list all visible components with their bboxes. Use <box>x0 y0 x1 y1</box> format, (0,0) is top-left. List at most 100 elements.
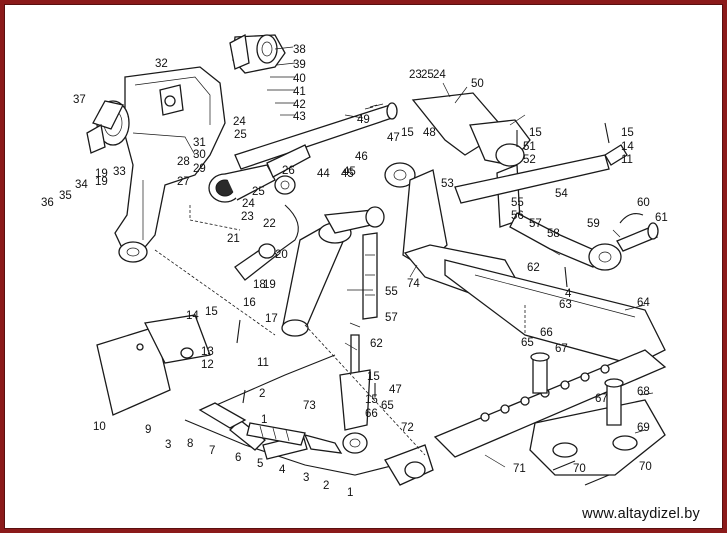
callout-37: 37 <box>73 94 86 106</box>
callout-65: 65 <box>381 400 394 412</box>
callout-19: 19 <box>95 176 108 188</box>
callout-45b: 45 <box>343 166 356 178</box>
callout-50: 50 <box>471 78 484 90</box>
callout-57b: 57 <box>385 312 398 324</box>
callout-70b: 70 <box>639 461 652 473</box>
callout-14b: 14 <box>621 141 634 153</box>
hitch-exploded-diagram: 1 2 3 4 5 6 7 8 9 10 11 12 13 14 15 16 1… <box>41 33 668 499</box>
callout-15b: 15 <box>621 127 634 139</box>
callout-45: 45 <box>341 168 354 180</box>
callout-33: 33 <box>113 166 126 178</box>
callout-57: 57 <box>529 218 542 230</box>
callout-59: 59 <box>587 218 600 230</box>
rear-housing <box>114 66 226 263</box>
callout-47: 47 <box>387 132 400 144</box>
callout-23b: 23 <box>241 211 254 223</box>
callout-19b: 19 <box>263 279 276 291</box>
callout-16: 16 <box>243 297 256 309</box>
callout-60: 60 <box>637 197 650 209</box>
callout-67: 67 <box>555 343 568 355</box>
callout-46: 46 <box>355 151 368 163</box>
callout-27: 27 <box>177 176 190 188</box>
callout-8: 8 <box>187 438 193 450</box>
upper-bracket <box>229 33 286 74</box>
callout-15d: 15 <box>401 127 414 139</box>
callout-31: 31 <box>193 137 206 149</box>
callout-10: 10 <box>93 421 106 433</box>
callout-48: 48 <box>423 127 436 139</box>
callout-24: 24 <box>233 116 246 128</box>
side-plate <box>96 326 171 416</box>
callout-13: 13 <box>201 346 214 358</box>
callout-30: 30 <box>193 149 206 161</box>
callout-49: 49 <box>357 114 370 126</box>
callout-51: 51 <box>523 141 536 153</box>
callout-38: 38 <box>293 44 306 56</box>
callout-25c: 25 <box>421 69 434 81</box>
callout-54: 54 <box>555 188 568 200</box>
callout-24b: 24 <box>242 198 255 210</box>
callout-21: 21 <box>227 233 240 245</box>
callout-19c: 19 <box>95 168 108 180</box>
vertical-pins <box>530 352 624 426</box>
callout-70: 70 <box>573 463 586 475</box>
callout-72: 72 <box>401 422 414 434</box>
callout-74: 74 <box>407 278 420 290</box>
callout-58: 58 <box>547 228 560 240</box>
callout-66: 66 <box>365 408 378 420</box>
callout-2b: 2 <box>259 388 265 400</box>
callout-44: 44 <box>317 168 330 180</box>
callout-25b: 25 <box>252 186 265 198</box>
extra-callout-labels: 1 2 3 4 11 14 15 15 15 15 15 19 19 23 24… <box>95 69 652 473</box>
callout-25: 25 <box>234 129 247 141</box>
callout-12: 12 <box>201 359 214 371</box>
callout-47b: 47 <box>389 384 402 396</box>
bracket-14 <box>144 314 211 364</box>
callout-29: 29 <box>193 163 206 175</box>
callout-18: 18 <box>253 279 266 291</box>
callout-55b: 55 <box>385 286 398 298</box>
callout-66b: 66 <box>540 327 553 339</box>
callout-63: 63 <box>559 299 572 311</box>
callout-65b: 65 <box>521 337 534 349</box>
callout-15e: 15 <box>367 371 380 383</box>
drawbar <box>433 349 667 458</box>
hitch-pin <box>616 213 659 252</box>
callout-35: 35 <box>59 190 72 202</box>
callout-5: 5 <box>257 458 263 470</box>
callout-4: 4 <box>279 464 286 476</box>
callout-71: 71 <box>513 463 526 475</box>
lift-link <box>339 334 371 454</box>
callout-11b: 11 <box>621 154 633 166</box>
bolt <box>236 122 610 404</box>
leader-lines <box>267 46 654 468</box>
callout-2: 2 <box>323 480 329 492</box>
callout-15: 15 <box>205 306 218 318</box>
callout-labels: 1 2 3 4 5 6 7 8 9 10 11 12 13 14 15 16 1… <box>41 44 668 499</box>
chain-stabilizer <box>198 402 343 454</box>
splined-hub <box>189 164 276 231</box>
callout-11: 11 <box>257 357 269 369</box>
callout-55: 55 <box>511 197 524 209</box>
bearing-cap <box>86 100 130 154</box>
callout-32: 32 <box>155 58 168 70</box>
callout-39: 39 <box>293 59 306 71</box>
guide-line <box>304 324 426 456</box>
callout-52: 52 <box>523 154 536 166</box>
callout-62: 62 <box>370 338 383 350</box>
guide-line <box>154 249 276 336</box>
end-hook <box>384 444 434 486</box>
callout-3: 3 <box>303 472 309 484</box>
callout-1b: 1 <box>261 414 267 426</box>
callout-40: 40 <box>293 73 306 85</box>
diagram-frame: 1 2 3 4 5 6 7 8 9 10 11 12 13 14 15 16 1… <box>4 4 723 529</box>
hydraulic-cylinder <box>281 206 385 337</box>
cross-shaft <box>234 102 398 170</box>
callout-24c: 24 <box>433 69 446 81</box>
callout-68: 68 <box>637 386 650 398</box>
top-link <box>454 144 628 271</box>
callout-22: 22 <box>263 218 276 230</box>
turnbuckle-left <box>362 232 378 320</box>
callout-14: 14 <box>186 310 199 322</box>
callout-62b: 62 <box>527 262 540 274</box>
